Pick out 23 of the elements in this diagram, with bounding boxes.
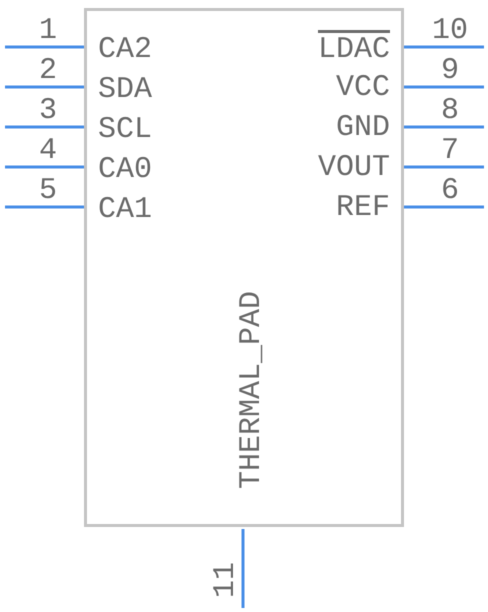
pin-name: THERMAL_PAD <box>237 290 267 490</box>
pin-number: 3 <box>39 96 57 126</box>
pin-name: CA2 <box>98 35 152 65</box>
pin-name: LDAC <box>318 32 390 65</box>
pin-number: 11 <box>211 562 241 598</box>
pin-number: 1 <box>39 16 57 46</box>
pin-number: 2 <box>39 56 57 86</box>
pin-number: 5 <box>39 176 57 206</box>
pin-number: 8 <box>441 96 459 126</box>
pin-name: CA1 <box>98 195 152 225</box>
pin-name: SCL <box>98 115 152 145</box>
pin-name: VCC <box>336 73 390 103</box>
pin-number: 6 <box>441 176 459 206</box>
pin-name: GND <box>336 113 390 143</box>
pin-number: 4 <box>39 136 57 166</box>
pin-name: SDA <box>98 75 152 105</box>
chip-body <box>84 8 404 527</box>
pin-number: 7 <box>441 136 459 166</box>
pin-name: REF <box>336 193 390 223</box>
pin-name: VOUT <box>318 153 390 183</box>
pin-number: 10 <box>432 16 468 46</box>
pin-number: 9 <box>441 56 459 86</box>
pin-name: CA0 <box>98 155 152 185</box>
